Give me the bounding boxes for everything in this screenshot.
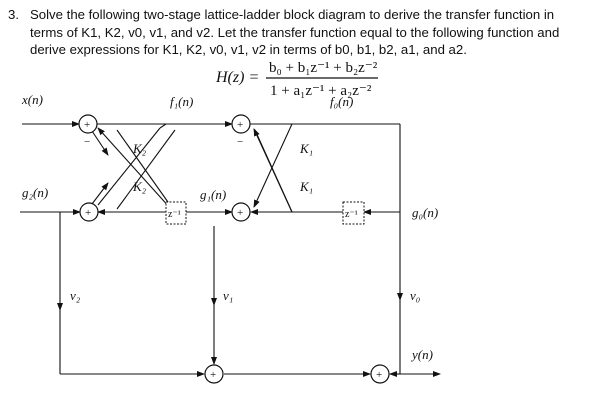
adder-top-stage2: + −: [78, 114, 98, 148]
gain-v0: v₀: [410, 288, 420, 303]
delay-label: z⁻¹: [168, 209, 181, 220]
delay-label: z⁻¹: [345, 209, 358, 220]
adder-bottom-stage1: +: [231, 202, 251, 222]
adder-top-stage1: + −: [231, 114, 251, 148]
gain-v2: v₂: [70, 288, 81, 303]
delay-block-stage2: z⁻¹: [165, 201, 187, 225]
label-g2: g₂(n): [22, 185, 48, 200]
svg-text:+: +: [237, 119, 243, 131]
delay-block-stage1: z⁻¹: [342, 201, 365, 225]
transfer-function-equation: H(z) = b₀ + b₁z⁻¹ + b₂z⁻² 1 + a₁z⁻¹ + a₂…: [215, 60, 378, 99]
svg-text:−: −: [84, 136, 90, 148]
label-x-in: x(n): [21, 92, 43, 107]
label-g1: g₁(n): [200, 187, 226, 202]
svg-text:+: +: [85, 207, 91, 219]
label-f1: f₁(n): [170, 94, 193, 109]
problem-text: Solve the following two-stage lattice-la…: [30, 7, 560, 57]
wires: [20, 121, 441, 377]
equation-lhs: H(z) =: [215, 69, 259, 86]
label-y-out: y(n): [410, 347, 433, 362]
problem-number: 3.: [8, 7, 19, 22]
label-g0: g₀(n): [412, 205, 438, 220]
gain-v1: v₁: [223, 288, 233, 303]
equation-denominator: 1 + a₁z⁻¹ + a₂z⁻²: [270, 83, 372, 99]
adder-output-mid: +: [204, 364, 224, 384]
adder-output-final: +: [370, 364, 390, 384]
svg-text:+: +: [210, 369, 216, 381]
label-f0: f₀(n): [330, 94, 353, 109]
adder-bottom-stage2: +: [79, 202, 99, 222]
gain-k2-upper: K₂: [132, 141, 147, 156]
svg-text:−: −: [237, 136, 243, 148]
svg-text:+: +: [237, 207, 243, 219]
svg-text:+: +: [84, 119, 90, 131]
gain-k1-lower: K₁: [299, 179, 313, 194]
equation-numerator: b₀ + b₁z⁻¹ + b₂z⁻²: [269, 60, 378, 76]
svg-text:+: +: [376, 369, 382, 381]
gain-k2-lower: K₂: [132, 179, 147, 194]
gain-k1-upper: K₁: [299, 141, 313, 156]
